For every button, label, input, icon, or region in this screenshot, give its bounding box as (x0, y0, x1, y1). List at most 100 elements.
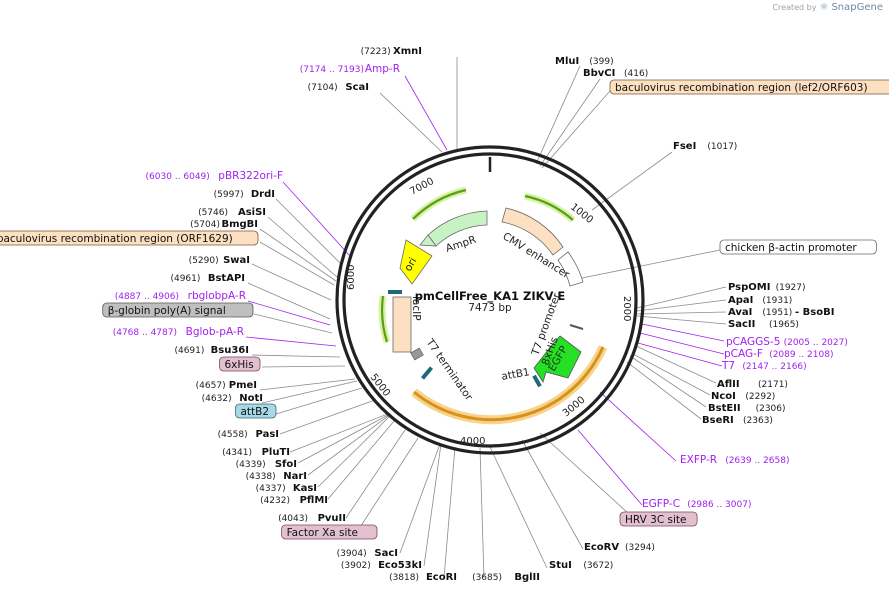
egfp-feature (533, 335, 582, 383)
ampr-label: AmpR (444, 234, 478, 255)
attb1-label: attB1 (500, 366, 530, 383)
bstapi-label: BstAPI (208, 273, 245, 284)
stui-label: StuI (549, 560, 572, 571)
bsteii-label: BstEII (708, 403, 741, 414)
factorxa-box (281, 524, 378, 540)
mlui-pos: (399) (589, 57, 613, 67)
swai-label: SwaI (223, 255, 250, 266)
bseri-pos: (2363) (743, 416, 773, 426)
snapgene-logo-icon: ⚛ (819, 2, 829, 13)
ncoi-label: NcoI (711, 391, 736, 402)
baculo-orf1629-label: baculovirus recombination region (ORF162… (0, 233, 233, 245)
pvuii-pos: (4043) (278, 514, 308, 524)
factorxa-label: Factor Xa site (287, 527, 358, 539)
leader-lines (245, 57, 727, 579)
pasi-label: PasI (256, 429, 279, 440)
t7-label: T7 (721, 360, 735, 372)
rbglob-label: rbglobpA-R (188, 290, 246, 302)
bmgbi-label: BmgBI (221, 219, 258, 230)
green-arc-ampr (410, 186, 467, 222)
bsu36i-pos: (4691) (174, 346, 204, 356)
marker-teal-2 (532, 374, 542, 388)
aflii-label: AflII (717, 379, 740, 390)
exfpr-pos: (2639 .. 2658) (725, 456, 789, 466)
saci-pos: (3904) (337, 549, 367, 559)
green-arc-top-inner (524, 194, 574, 221)
tick-7000: 7000 (408, 176, 436, 198)
chicken-label: chicken β-actin promoter (725, 242, 857, 254)
nari-label: NarI (283, 471, 307, 482)
created-by-text: Created by (772, 3, 817, 12)
apai-pos: (1931) (762, 296, 792, 306)
bbvci-label: BbvCI (583, 68, 615, 79)
green-arc-top (524, 192, 576, 223)
asisi-label: AsiSI (238, 207, 266, 218)
avai-label: AvaI (728, 307, 752, 318)
bsobi-label: - BsoBI (795, 307, 834, 318)
ampr-arrowhead (419, 234, 437, 247)
hrv3c-label: HRV 3C site (625, 514, 686, 526)
green-arc-left-inner (380, 295, 389, 343)
snapgene-brand-name: SnapGene (831, 2, 883, 13)
bglob-pa-label: Bglob-pA-R (186, 326, 244, 338)
pasi-pos: (4558) (218, 430, 248, 440)
asisi-pos: (5746) (198, 208, 228, 218)
bstapi-pos: (4961) (170, 274, 200, 284)
pvuii-label: PvuII (318, 513, 346, 524)
chicken-box (719, 239, 877, 255)
fsei-label: FseI (673, 141, 696, 152)
chicken-actin-feature (557, 251, 584, 287)
scai-pos: (7104) (308, 83, 338, 93)
ori-label: ori (402, 256, 419, 274)
exfpr-label: EXFP-R (680, 454, 717, 466)
hrv3c-box (619, 511, 698, 527)
pcagf-label: pCAG-F (724, 348, 763, 360)
marker-teal-3 (388, 290, 402, 294)
pcaggs5-pos: (2005 .. 2027) (784, 338, 848, 348)
nari-pos: (4338) (246, 472, 276, 482)
bglob-pa-pos: (4768 .. 4787) (113, 328, 177, 338)
rbglob-pos: (4887 .. 4906) (115, 292, 179, 302)
bglii-label: BglII (514, 572, 540, 583)
pcaggs5-label: pCAGGS-5 (726, 336, 780, 348)
eco53ki-label: Eco53kI (378, 560, 422, 571)
tick-2000: 2000 (621, 296, 632, 321)
bglobin-label: β-globin poly(A) signal (108, 305, 226, 317)
drdi-label: DrdI (251, 189, 275, 200)
mlui-label: MluI (555, 56, 579, 67)
bseri-label: BseRI (702, 415, 734, 426)
feature-arcs (378, 186, 608, 425)
sacii-label: SacII (728, 319, 755, 330)
pcagf-pos: (2089 .. 2108) (769, 350, 833, 360)
tick-6000: 6000 (346, 265, 357, 290)
bglii-pos: (3685) (472, 573, 502, 583)
snapgene-brand: Created by ⚛ SnapGene (772, 2, 883, 13)
ncoi-pos: (2292) (745, 392, 775, 402)
pflmi-pos: (4232) (260, 496, 290, 506)
baculo-lef2-label: baculovirus recombination region (lef2/O… (615, 82, 868, 94)
bsteii-pos: (2306) (756, 404, 786, 414)
backbone (335, 145, 645, 455)
ampr-primer-pos: (7174 .. 7193) (300, 65, 364, 75)
map-length: 7473 bp (468, 302, 512, 314)
t7-pos: (2147 .. 2166) (742, 362, 806, 372)
marker-gray (410, 347, 424, 361)
bmgbi-pos: (5704) (190, 220, 220, 230)
tick-1000: 1000 (568, 202, 595, 226)
tick-4000: 4000 (460, 436, 485, 447)
saci-label: SacI (374, 548, 398, 559)
cmv-feature (501, 207, 564, 256)
ecori-pos: (3818) (389, 573, 419, 583)
sacii-pos: (1965) (769, 320, 799, 330)
noti-pos: (4632) (202, 394, 232, 404)
pluti-pos: (4341) (222, 448, 252, 458)
ampr-primer-label: Amp-R (365, 63, 400, 75)
egfpc-label: EGFP-C (642, 498, 680, 510)
pbr322-pos: (6030 .. 6049) (146, 172, 210, 182)
kasi-pos: (4337) (256, 484, 286, 494)
fsei-pos: (1017) (707, 142, 737, 152)
baculo-lef2-box (609, 79, 889, 95)
cmv-label: CMV enhancer (500, 230, 572, 281)
pmei-pos: (4657) (196, 381, 226, 391)
